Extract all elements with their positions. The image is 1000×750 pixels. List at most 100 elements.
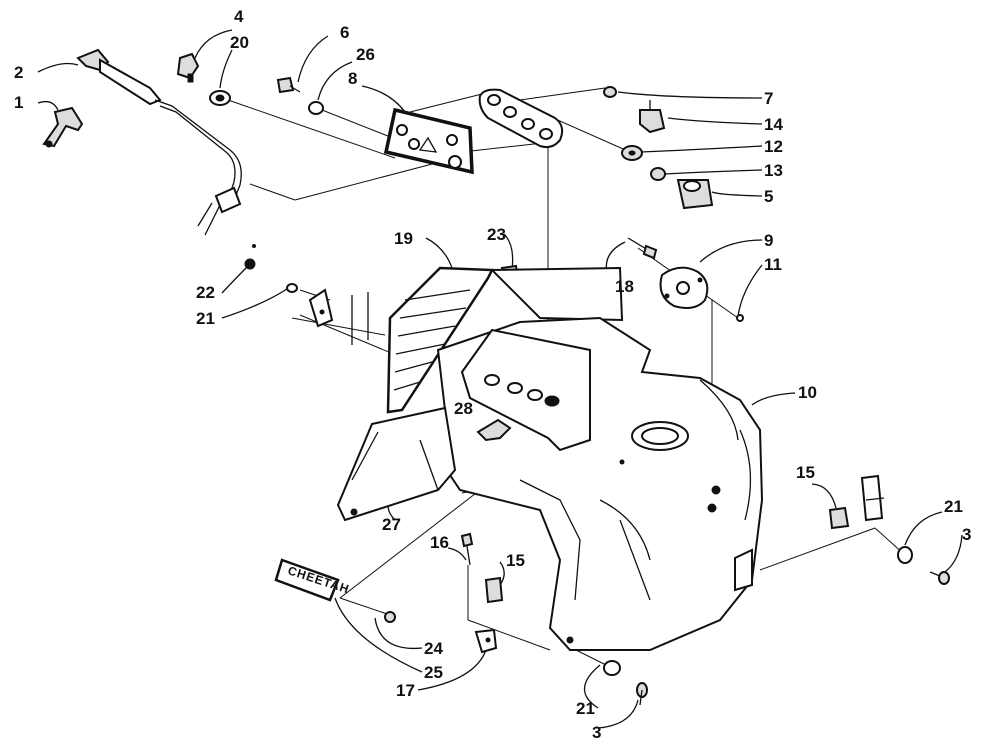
leader-24	[374, 617, 423, 650]
throttle-lever-part-2	[76, 48, 242, 236]
callout-15-lower: 15	[506, 551, 525, 570]
align-line-25	[339, 597, 391, 616]
grille-retainer	[308, 288, 369, 345]
gasket-plate	[478, 88, 564, 149]
leader-1	[37, 100, 59, 111]
nut-part-13	[650, 167, 666, 181]
screw-part-6	[276, 76, 301, 94]
leader-19	[425, 237, 453, 269]
callout-18: 18	[615, 277, 634, 296]
align-line-20	[227, 99, 396, 159]
leader-13	[664, 169, 763, 175]
callout-26: 26	[356, 45, 375, 64]
nut-part-20	[209, 90, 231, 106]
callout-20: 20	[230, 33, 249, 52]
washer-part-21c	[603, 660, 621, 676]
leader-11	[737, 264, 763, 317]
screw-part-11	[736, 314, 744, 322]
leader-21c	[583, 664, 601, 709]
grommet-part-7	[603, 86, 617, 98]
callout-labels: 1 2 4 20 6 26 8 7 14 12 13 5 9 11 18 19 …	[14, 7, 971, 742]
screw-part-3a	[929, 571, 950, 585]
leader-21a	[221, 286, 291, 319]
callout-6: 6	[340, 23, 349, 42]
bracket-part-17	[474, 628, 498, 654]
leader-10	[751, 392, 796, 406]
clip-part-15-right	[828, 474, 885, 530]
leader-15a	[811, 483, 837, 509]
bracket-part-1	[42, 106, 84, 148]
callout-13: 13	[764, 161, 783, 180]
switch-cap-part-4	[176, 52, 200, 83]
leader-16	[447, 547, 467, 561]
callout-3-bottom: 3	[592, 723, 601, 742]
bracket-part-28	[476, 418, 512, 442]
callout-2: 2	[14, 63, 23, 82]
callout-28: 28	[454, 399, 473, 418]
leader-lines	[37, 29, 963, 729]
callout-1: 1	[14, 93, 23, 112]
callout-27: 27	[382, 515, 401, 534]
leader-26	[317, 61, 353, 101]
align-line-cable-a	[249, 183, 296, 201]
wire-part-18	[627, 237, 658, 260]
screw-part-3b	[636, 682, 648, 706]
callout-22: 22	[196, 283, 215, 302]
leader-4	[194, 29, 233, 59]
leader-25	[334, 597, 423, 673]
decal-part-25: CHEETAH	[274, 558, 351, 602]
leader-17	[417, 649, 487, 691]
toggle-switch-part-14	[639, 100, 666, 134]
callout-3-right: 3	[962, 525, 971, 544]
washer-part-21b	[897, 546, 913, 564]
callout-24: 24	[424, 639, 443, 658]
screw-part-22	[244, 244, 256, 270]
align-line-side	[759, 527, 876, 571]
callout-21-bottom: 21	[576, 699, 595, 718]
callout-15-right: 15	[796, 463, 815, 482]
leader-8	[361, 85, 406, 113]
callout-5: 5	[764, 187, 773, 206]
leader-9	[699, 239, 763, 263]
callout-11: 11	[764, 255, 782, 274]
ignition-switch-part-5	[676, 179, 714, 210]
callout-4: 4	[234, 7, 244, 26]
hood-side-wing	[336, 406, 457, 522]
leader-6	[297, 35, 329, 83]
leader-21b	[904, 511, 943, 546]
align-line-24	[339, 489, 481, 599]
callout-7: 7	[764, 89, 773, 108]
callout-16: 16	[430, 533, 449, 552]
callout-17: 17	[396, 681, 415, 700]
callout-19: 19	[394, 229, 413, 248]
callout-9: 9	[764, 231, 773, 250]
leader-3b	[597, 699, 639, 729]
align-line-cable-b	[294, 157, 456, 201]
callout-12: 12	[764, 137, 783, 156]
callout-10: 10	[798, 383, 817, 402]
leader-3a	[944, 534, 963, 573]
leader-14	[667, 117, 763, 125]
callout-21-right: 21	[944, 497, 963, 516]
lock-washer-part-12	[621, 145, 643, 161]
instrument-panel-part-8	[383, 107, 474, 175]
callout-25: 25	[424, 663, 443, 682]
leader-22	[221, 265, 249, 294]
leader-12	[639, 145, 763, 153]
washer-part-26	[308, 101, 324, 115]
hood-body-part-10	[436, 266, 764, 651]
leader-2	[37, 62, 79, 73]
gasket-part-9	[659, 266, 709, 309]
callout-21-left: 21	[196, 309, 215, 328]
pin-part-16	[460, 532, 474, 566]
leader-20	[219, 49, 233, 89]
callout-8: 8	[348, 69, 357, 88]
align-line-17	[467, 619, 551, 651]
clip-part-15-lower	[484, 576, 504, 604]
leader-5	[711, 191, 763, 197]
align-line-26	[321, 109, 399, 141]
align-line-7	[519, 87, 606, 101]
callout-14: 14	[764, 115, 783, 134]
